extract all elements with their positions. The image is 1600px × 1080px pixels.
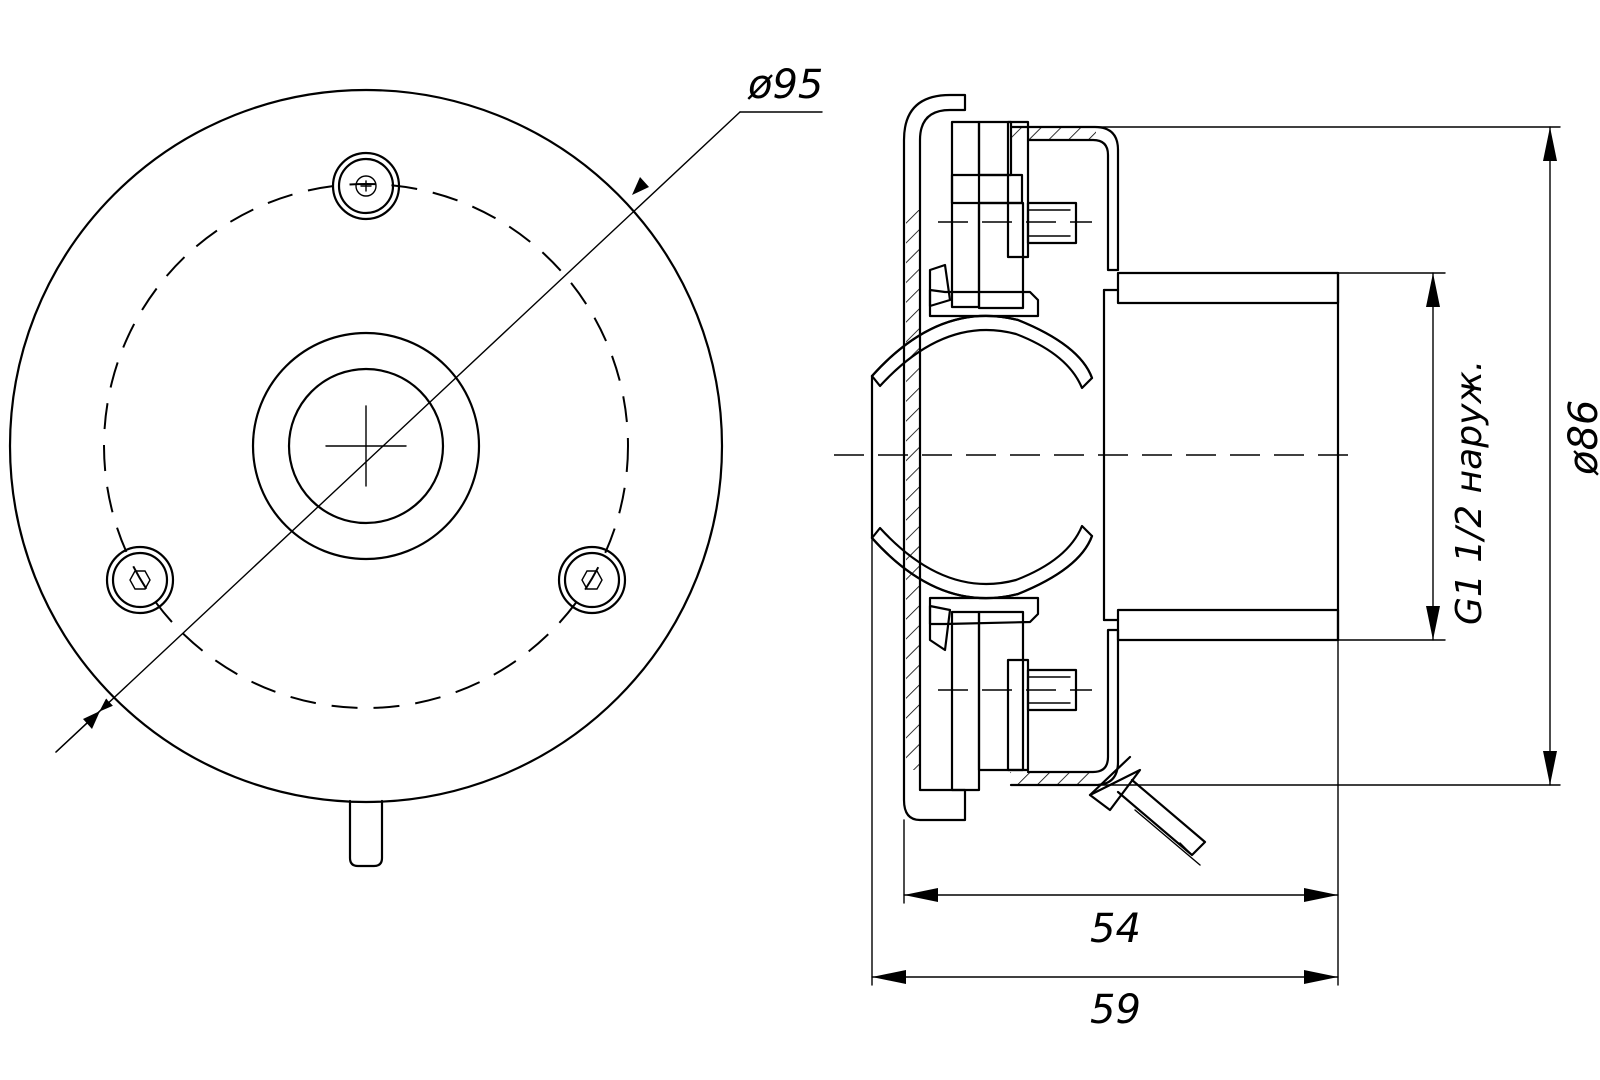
pipe-nipple (1102, 271, 1340, 642)
bottom-pin (348, 799, 384, 868)
dim-95-label: ø95 (747, 62, 823, 108)
front-view: ø95 (8, 62, 823, 868)
bolt-upper (938, 201, 1092, 245)
housing-body (1009, 125, 1120, 272)
section-view: ø86 G1 1/2 наруж. 54 59 (834, 93, 1600, 1033)
clamp-ring-lower (950, 610, 981, 792)
dim-95-line (55, 111, 741, 753)
bolt-lower (938, 668, 1092, 712)
screw-right (557, 545, 627, 615)
dim-59-label: 59 (1090, 987, 1141, 1033)
outer-flange-circle (8, 88, 724, 804)
dim-86-label: ø86 (1561, 400, 1600, 476)
screw-top (331, 151, 401, 221)
dim-thread-label: G1 1/2 наруж. (1449, 360, 1490, 625)
ball-joint (870, 263, 1106, 652)
screw-left (105, 545, 175, 615)
clamp-ring-upper (950, 120, 981, 309)
angled-screw (1088, 755, 1207, 866)
flange-collar (902, 93, 967, 822)
inner-bore-circle (287, 367, 445, 525)
dim-54-label: 54 (1090, 906, 1141, 952)
outer-hub-circle (251, 331, 481, 561)
